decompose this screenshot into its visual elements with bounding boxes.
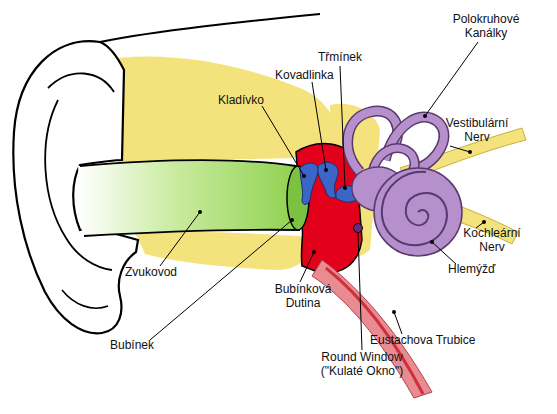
pinna-fold: [48, 73, 114, 92]
part-label: Třmínek: [310, 50, 370, 64]
part-label: Round Window ("Kulaté Okno"): [312, 350, 412, 378]
canal-edge: [84, 230, 300, 236]
canal-edge: [80, 160, 296, 166]
part-label: Zvukovod: [125, 265, 195, 279]
part-label: Kochleární Nerv: [452, 226, 532, 254]
leader-lines: [150, 42, 484, 350]
leader-dots: [198, 114, 486, 314]
cochlea-spiral: [382, 172, 447, 245]
part-label: Kladívko: [218, 93, 288, 107]
cochlea: [374, 168, 462, 256]
part-label: Vestibulární Nerv: [436, 116, 518, 144]
pinna-fold: [62, 290, 108, 308]
incus: [318, 162, 339, 198]
malleus: [300, 163, 318, 204]
part-label: Hlemýžď: [448, 262, 518, 276]
part-label: Polokruhové Kanálky: [440, 12, 532, 40]
part-label: Bubínek: [110, 338, 180, 352]
part-label: Eustachova Trubice: [370, 333, 510, 347]
ear-canal: [78, 160, 300, 236]
round-window: [354, 224, 363, 233]
part-label: Kovadlinka: [275, 68, 355, 82]
part-label: Bubínková Dutina: [266, 282, 340, 310]
head-outline: [100, 14, 320, 42]
eustachian-tube: [312, 260, 432, 398]
